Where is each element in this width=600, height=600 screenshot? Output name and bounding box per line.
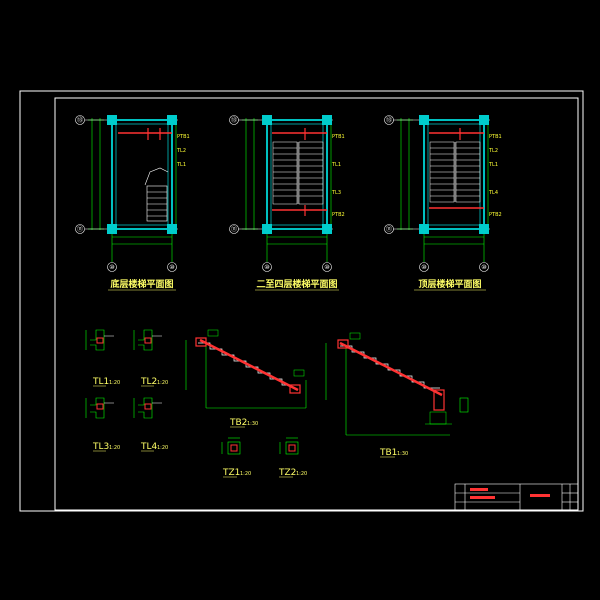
detail-tz2: TZ2 1:20 — [278, 437, 307, 478]
detail-tl2: TL2 1:20 — [133, 329, 168, 387]
detail-tz2-scale: 1:20 — [296, 471, 307, 477]
plan3-axis-top-label: ⑬ — [386, 116, 392, 124]
plan2-walls — [266, 119, 328, 230]
plan1-tag-tl2: TL2 — [176, 148, 186, 154]
plan2-tag-ptb2: PTB2 — [332, 212, 345, 218]
plan2-axis-bottom-label: ⑪ — [231, 225, 237, 233]
plan3-tag-tl2: TL2 — [488, 148, 498, 154]
plan2-tag-tl1: TL1 — [331, 162, 341, 168]
plan2-axis-top-label: ⑬ — [231, 116, 237, 124]
plan1-stair — [144, 167, 169, 222]
plan1-axis-bubble-bottom — [75, 224, 85, 234]
beam-details: TL1 1:20 TL2 1:20 TL3 1:20 — [85, 329, 168, 452]
detail-tl1: TL1 1:20 — [85, 329, 120, 387]
plan2-axis-left-label: ⑩ — [264, 264, 269, 271]
plan3-axis-right-label: ⑩ — [481, 264, 486, 271]
plan1-axis-left-label: ⑩ — [109, 264, 114, 271]
plan2-title: 二至四层楼梯平面图 — [256, 278, 337, 290]
title-block — [454, 483, 579, 511]
plan2-axis-right-label: ⑩ — [324, 264, 329, 271]
plan2-columns — [262, 115, 332, 234]
plan3-tag-tl4: TL4 — [488, 190, 498, 196]
detail-tz1-label: TZ1 — [222, 468, 240, 478]
detail-tl2-scale: 1:20 — [157, 380, 168, 386]
detail-tl1-scale: 1:20 — [109, 380, 120, 386]
plan3-stair — [429, 141, 481, 203]
tb2-scale: 1:30 — [247, 421, 258, 427]
plan3-columns — [419, 115, 489, 234]
plan1-columns — [107, 115, 177, 234]
plan1-tag-ptb1: PTB1 — [177, 134, 190, 140]
plan2-tag-ptb1: PTB1 — [332, 134, 345, 140]
plan1-axis-bubble-left — [107, 262, 117, 272]
stair-section-tb1: TB1 1:30 — [325, 332, 469, 458]
plan1-axis-bottom-label: ⑪ — [77, 225, 83, 233]
detail-tl3: TL3 1:20 — [85, 397, 120, 452]
outer-frame — [19, 90, 584, 512]
plan1-axis-bubble-right — [167, 262, 177, 272]
detail-tz1: TZ1 1:20 — [221, 437, 251, 478]
plan3-tag-ptb1: PTB1 — [489, 134, 502, 140]
plan3-axis-left-label: ⑩ — [421, 264, 426, 271]
plan1-axis-top-label: ⑬ — [77, 116, 83, 124]
plan2-tag-tl3: TL3 — [331, 190, 341, 196]
plan1-walls — [111, 119, 173, 230]
plan3-walls — [423, 119, 485, 230]
plan2-stair — [272, 141, 324, 205]
plan3-axis-bottom-label: ⑪ — [386, 225, 392, 233]
plan1-tag-tl1: TL1 — [176, 162, 186, 168]
detail-tz1-scale: 1:20 — [240, 471, 251, 477]
detail-tl4-scale: 1:20 — [157, 445, 168, 451]
tb2-label: TB2 — [229, 418, 247, 428]
detail-tz2-label: TZ2 — [278, 468, 296, 478]
detail-tl3-label: TL3 — [92, 442, 109, 452]
column-details: TZ1 1:20 TZ2 1:20 — [221, 437, 307, 478]
stair-section-tb2: TB2 1:30 — [185, 329, 307, 428]
plan1-axes — [85, 119, 178, 230]
tb1-label: TB1 — [379, 448, 397, 458]
detail-tl3-scale: 1:20 — [109, 445, 120, 451]
detail-tl4-label: TL4 — [140, 442, 158, 452]
plan3-tag-tl1: TL1 — [488, 162, 498, 168]
plan-top-floor: ⑬ ⑪ ⑩ ⑩ PTB1 TL2 TL1 TL4 PTB2 顶层楼梯平面图 — [384, 115, 502, 291]
plan3-title: 顶层楼梯平面图 — [418, 278, 481, 290]
plan-ground-floor: ⑬ ⑪ ⑩ ⑩ PTB1 TL2 TL1 底层楼梯平面图 — [75, 115, 190, 291]
plan-typical-floor: ⑬ ⑪ ⑩ ⑩ PTB1 TL1 TL3 PTB2 二至四层楼梯平面图 — [229, 115, 345, 291]
plan1-title: 底层楼梯平面图 — [110, 278, 173, 290]
plan3-tag-ptb2: PTB2 — [489, 212, 502, 218]
tb1-scale: 1:30 — [397, 451, 408, 457]
inner-frame — [54, 97, 579, 511]
plan1-axis-bubble-top — [75, 115, 85, 125]
plan1-dimensions — [88, 118, 177, 262]
plan3-dimensions — [397, 118, 489, 262]
tb1-slab — [339, 341, 443, 397]
plan1-axis-right-label: ⑩ — [169, 264, 174, 271]
detail-tl2-label: TL2 — [140, 377, 157, 387]
detail-tl1-label: TL1 — [92, 377, 109, 387]
detail-tl4: TL4 1:20 — [133, 397, 168, 452]
tb2-slab — [199, 338, 299, 392]
